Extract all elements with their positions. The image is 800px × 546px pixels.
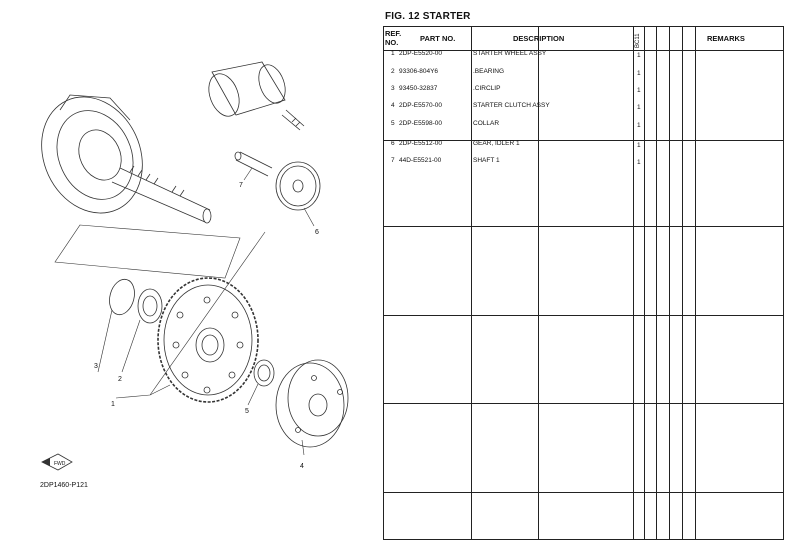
row-description: .BEARING: [473, 68, 505, 75]
row-qty: 1: [637, 70, 641, 77]
fwd-arrow-icon: FWD: [41, 453, 73, 471]
row-qty: 1: [637, 122, 641, 129]
fwd-label: FWD: [54, 461, 66, 467]
starter-clutch-illustration: [275, 359, 349, 448]
row-description: SHAFT 1: [473, 157, 500, 164]
row-part-no: 2DP-E5570-00: [399, 102, 442, 109]
row-qty: 1: [637, 104, 641, 111]
row-ref: 5: [391, 120, 395, 127]
row-part-no: 93450-32837: [399, 85, 438, 92]
row-description: STARTER CLUTCH ASSY: [473, 102, 550, 109]
callout-5: 5: [245, 408, 249, 415]
callout-3: 3: [94, 363, 98, 370]
callout-1: 1: [111, 401, 115, 408]
idler-gear-illustration: [275, 161, 321, 211]
collar-illustration: [253, 359, 275, 387]
row-qty: 1: [637, 87, 641, 94]
row-qty: 1: [637, 159, 641, 166]
header-ref-line1: REF.: [385, 29, 402, 38]
crankcase-cover-illustration: [41, 94, 143, 214]
row-description: STARTER WHEEL ASSY: [473, 50, 547, 57]
row-qty: 1: [637, 52, 641, 59]
callout-4: 4: [300, 463, 304, 470]
row-ref: 6: [391, 140, 395, 147]
row-part-no: 93306-804Y6: [399, 68, 439, 75]
exploded-parts-diagram: FWD 1 2 3 4 5 6 7: [41, 61, 349, 471]
header-remarks: REMARKS: [707, 34, 745, 43]
row-part-no: 2DP-E5598-00: [399, 120, 442, 127]
parts-table: REF. NO. PART NO. DESCRIPTION BC11 REMAR…: [383, 26, 784, 540]
callout-2: 2: [118, 376, 122, 383]
row-description: .CIRCLIP: [473, 85, 501, 92]
row-ref: 3: [391, 85, 395, 92]
callout-6: 6: [315, 229, 319, 236]
row-ref: 2: [391, 68, 395, 75]
row-qty: 1: [637, 142, 641, 149]
shaft-7-illustration: [234, 151, 273, 177]
starter-wheel-illustration: [157, 277, 259, 403]
row-description: GEAR, IDLER 1: [473, 140, 520, 147]
row-ref: 4: [391, 102, 395, 109]
row-part-no: 2DP-E5520-00: [399, 50, 442, 57]
shaft-illustration: [111, 165, 212, 224]
starter-motor-illustration: [208, 61, 305, 131]
circlip-illustration: [109, 278, 135, 316]
callout-7: 7: [239, 182, 243, 189]
row-part-no: 44D-E5521-00: [399, 157, 442, 164]
bearing-illustration: [137, 288, 163, 324]
figure-title: FIG. 12 STARTER: [385, 11, 471, 22]
row-ref: 7: [391, 157, 395, 164]
row-part-no: 2DP-E5512-00: [399, 140, 442, 147]
header-description: DESCRIPTION: [513, 34, 565, 43]
assembly-guide-outline: [54, 224, 241, 279]
header-part-no: PART NO.: [420, 34, 456, 43]
figure-code: 2DP1460-P121: [40, 482, 88, 489]
header-ref-line2: NO.: [385, 38, 399, 47]
callout-leader-lines: [97, 167, 315, 456]
header-bc: BC11: [635, 33, 641, 48]
row-ref: 1: [391, 50, 395, 57]
row-description: COLLAR: [473, 120, 500, 127]
